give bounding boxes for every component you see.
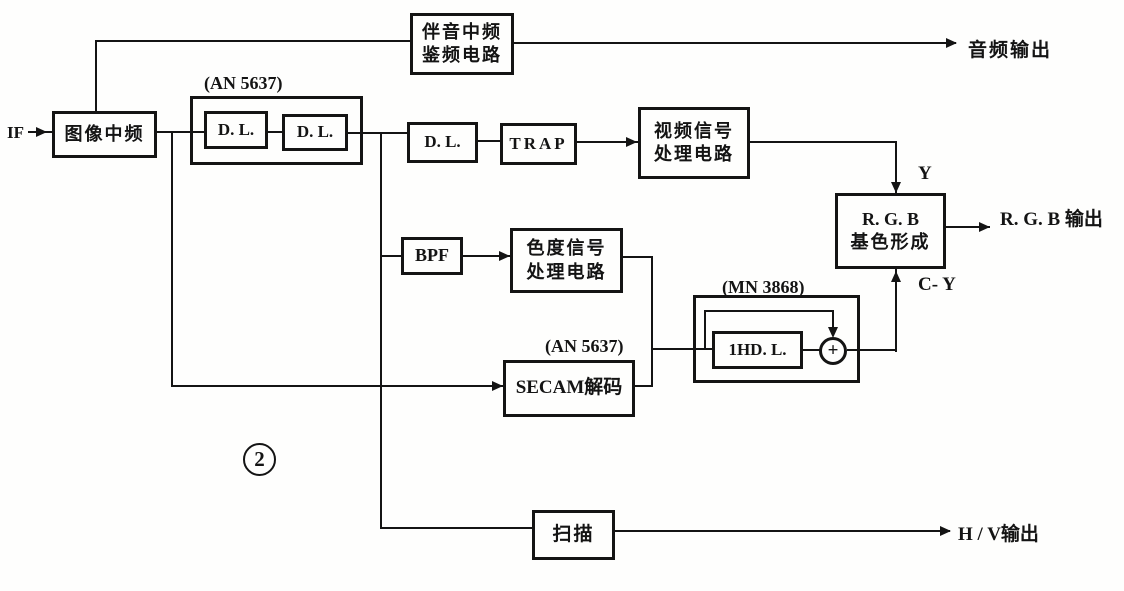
connector-adder-out bbox=[847, 349, 897, 351]
connector-rgb-output bbox=[946, 226, 990, 228]
block-rgb-matrix-line2: 基色形成 bbox=[850, 232, 931, 252]
label-audio-output: 音频输出 bbox=[968, 40, 1053, 61]
block-video-proc-line1: 视频信号 bbox=[654, 120, 734, 141]
label-mn3868: (MN 3868) bbox=[722, 277, 805, 297]
block-bpf-label: BPF bbox=[415, 245, 449, 266]
connector-scan-to-hv-out bbox=[615, 530, 950, 532]
arrow-right-icon bbox=[36, 127, 47, 137]
connector-pictureif-to-soundif-vertical bbox=[95, 40, 97, 111]
connector-chromaproc-out bbox=[623, 256, 653, 258]
label-y-signal: Y bbox=[918, 163, 932, 184]
arrow-down-icon bbox=[828, 327, 838, 338]
figure-number: 2 bbox=[254, 447, 265, 471]
connector-pictureif-to-soundif-horizontal bbox=[95, 40, 410, 42]
block-trap-label: TRAP bbox=[509, 133, 568, 153]
block-sound-if-line1: 伴音中频 bbox=[422, 21, 502, 42]
connector-pictureif-to-dl1 bbox=[157, 131, 204, 133]
block-sound-if: 伴音中频 鉴频电路 bbox=[410, 13, 514, 75]
connector-cy-vertical bbox=[895, 269, 897, 352]
block-delay-line-2-label: D. L. bbox=[296, 122, 334, 142]
arrow-right-icon bbox=[979, 222, 990, 232]
label-an5637-if: (AN 5637) bbox=[204, 73, 283, 93]
block-sound-if-line2: 鉴频电路 bbox=[422, 45, 502, 65]
block-picture-if: 图像中频 bbox=[52, 111, 157, 158]
block-secam-decoder-label: SECAM解码 bbox=[515, 377, 623, 399]
block-picture-if-label: 图像中频 bbox=[64, 123, 145, 144]
block-delay-1h: 1HD. L. bbox=[712, 331, 803, 369]
block-rgb-matrix: R. G. B 基色形成 bbox=[835, 193, 946, 269]
arrow-down-icon bbox=[891, 182, 901, 193]
connector-to-1hdl bbox=[651, 348, 712, 350]
block-delay-1h-label: 1HD. L. bbox=[728, 339, 787, 359]
connector-to-scan bbox=[380, 527, 532, 529]
block-scan: 扫描 bbox=[532, 510, 615, 560]
connector-videoproc-out bbox=[750, 141, 897, 143]
block-chroma-proc-line2: 处理电路 bbox=[526, 261, 607, 282]
connector-y-vertical bbox=[895, 141, 897, 193]
block-bpf: BPF bbox=[401, 237, 463, 275]
block-secam-decoder: SECAM解码 bbox=[503, 360, 635, 417]
connector-secam-out bbox=[635, 385, 653, 387]
block-delay-line-2: D. L. bbox=[282, 114, 348, 151]
figure-number-badge: 2 bbox=[243, 443, 276, 476]
block-delay-line-3-label: D. L. bbox=[424, 132, 461, 152]
connector-bypass-top bbox=[704, 310, 834, 312]
block-chroma-proc-line1: 色度信号 bbox=[526, 238, 607, 259]
connector-1hdl-to-adder bbox=[803, 349, 820, 351]
block-video-proc-line2: 处理电路 bbox=[654, 144, 734, 164]
connector-dl2-to-dl3 bbox=[347, 132, 407, 134]
label-c-minus-y: C- Y bbox=[918, 274, 956, 295]
connector-bpf-to-chromaproc bbox=[463, 255, 510, 257]
arrow-right-icon bbox=[940, 526, 951, 536]
block-delay-line-3: D. L. bbox=[407, 122, 478, 163]
arrow-up-icon bbox=[891, 271, 901, 282]
adder-plus-icon: + bbox=[827, 340, 839, 361]
block-rgb-matrix-line1: R. G. B bbox=[861, 208, 919, 229]
connector-dl3-to-trap bbox=[478, 140, 500, 142]
connector-soundif-to-audio-out bbox=[514, 42, 956, 44]
block-delay-line-1: D. L. bbox=[204, 111, 268, 149]
block-trap: TRAP bbox=[500, 123, 577, 165]
arrow-right-icon bbox=[492, 381, 503, 391]
adder-node: + bbox=[819, 337, 847, 365]
block-chroma-proc: 色度信号 处理电路 bbox=[510, 228, 623, 293]
arrow-right-icon bbox=[499, 251, 510, 261]
connector-merge-vertical bbox=[651, 256, 653, 387]
label-rgb-output: R. G. B 输出 bbox=[1000, 209, 1103, 230]
connector-bypass-down bbox=[832, 310, 834, 334]
arrow-right-icon bbox=[626, 137, 637, 147]
connector-junction2-vertical bbox=[380, 132, 382, 529]
connector-dl1-to-dl2 bbox=[266, 131, 282, 133]
block-video-proc: 视频信号 处理电路 bbox=[638, 107, 750, 179]
connector-trap-to-videoproc bbox=[577, 141, 638, 143]
block-delay-line-1-label: D. L. bbox=[217, 119, 255, 139]
connector-bypass-up bbox=[704, 310, 706, 350]
connector-to-bpf bbox=[380, 255, 401, 257]
connector-junction1-vertical bbox=[171, 131, 173, 387]
block-scan-label: 扫描 bbox=[552, 523, 595, 545]
label-an5637-secam: (AN 5637) bbox=[545, 336, 624, 356]
label-hv-output: H / V输出 bbox=[958, 524, 1039, 545]
label-if-input: IF bbox=[7, 123, 24, 142]
connector-to-secam bbox=[171, 385, 503, 387]
arrow-right-icon bbox=[946, 38, 957, 48]
